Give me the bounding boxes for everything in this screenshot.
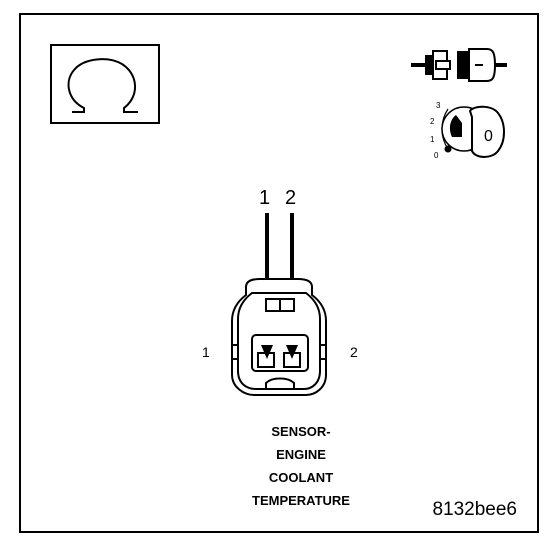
cavity-label-1: 1 <box>202 344 210 360</box>
connector-key <box>265 377 295 389</box>
wire-number-2: 2 <box>285 187 297 209</box>
connector-inner-body <box>237 292 321 390</box>
ignition-key-label: 0 <box>484 128 493 145</box>
cavity-label-2: 2 <box>350 344 358 360</box>
caption-line-1: SENSOR- <box>271 424 331 439</box>
caption-line-3: COOLANT <box>268 470 334 485</box>
caption-line-2: ENGINE <box>276 447 326 462</box>
probe-tip-2 <box>286 345 298 359</box>
ignition-position-2: 2 <box>430 117 435 126</box>
ohm-icon <box>50 44 160 124</box>
ignition-position-0: 0 <box>434 151 439 160</box>
sensor-connector <box>231 213 327 396</box>
diagram-frame: 3 2 1 0 0 1 2 1 2 <box>19 13 539 533</box>
wire-number-1: 1 <box>259 187 271 209</box>
figure-code: 8132bee6 <box>432 499 517 520</box>
caption-line-4: TEMPERATURE <box>252 493 350 508</box>
component-caption: SENSOR- ENGINE COOLANT TEMPERATURE <box>221 420 381 512</box>
probe-tip-1 <box>261 345 273 359</box>
ignition-key-off-icon: 3 2 1 0 0 <box>430 101 505 160</box>
ignition-position-3: 3 <box>436 101 441 110</box>
connector-disconnected-icon <box>411 48 507 82</box>
ignition-position-1: 1 <box>430 135 435 144</box>
